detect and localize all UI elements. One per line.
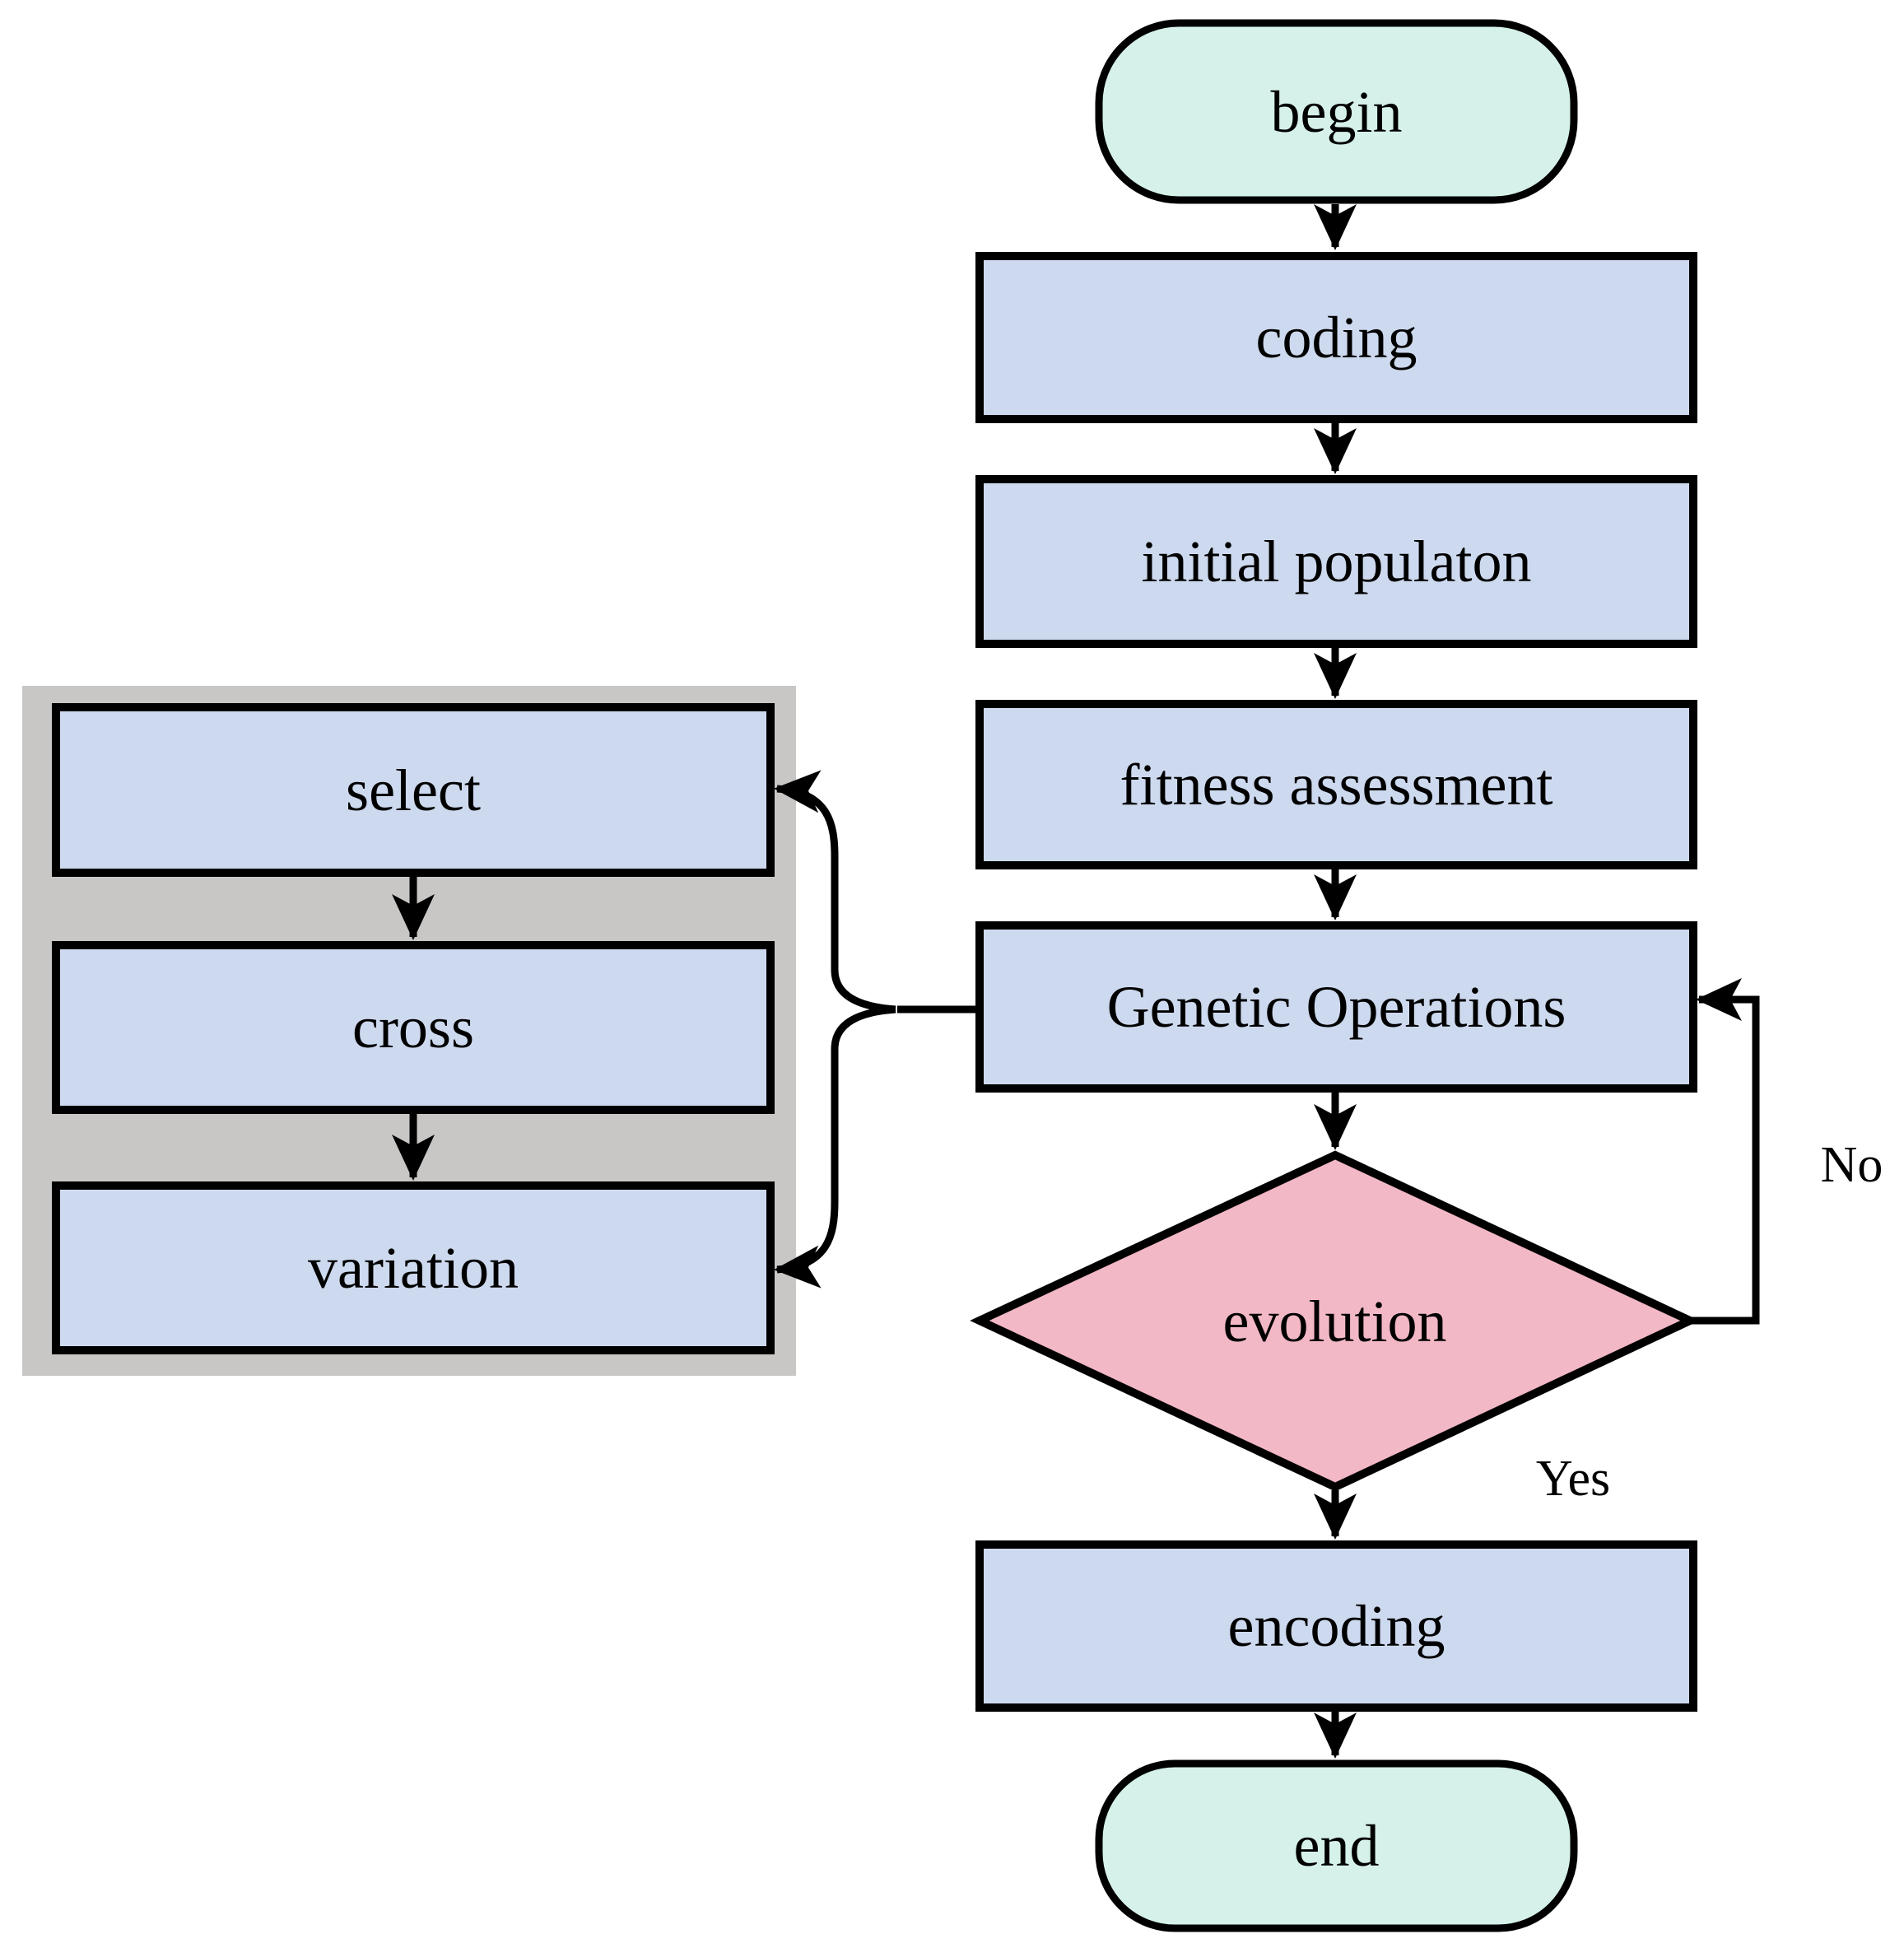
arrow-brace-to-select — [774, 770, 896, 1014]
coding-node-shape — [975, 252, 1697, 423]
end-node-shape — [1095, 1759, 1578, 1932]
variation-node-shape — [52, 1181, 775, 1354]
evolution-decision-shape — [970, 1150, 1700, 1492]
arrow-brace-to-variation — [774, 1005, 896, 1289]
genetic-operations-node-shape — [975, 921, 1697, 1093]
select-node-shape — [52, 703, 775, 877]
begin-node-shape — [1095, 19, 1578, 204]
initial-population-node-shape — [975, 475, 1697, 648]
cross-node-shape — [52, 941, 775, 1114]
arrow-evolution-no-to-genetic-operations — [1690, 978, 1760, 1325]
encoding-node-shape — [975, 1540, 1697, 1712]
fitness-assessment-node-shape — [975, 700, 1697, 869]
